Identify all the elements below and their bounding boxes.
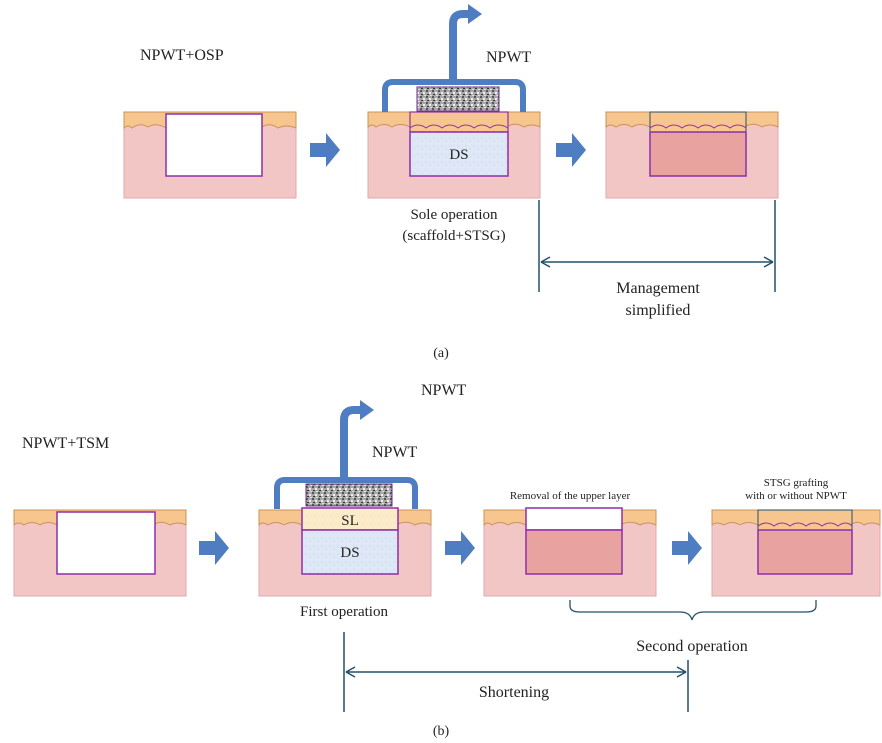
removal-label: Removal of the upper layer — [510, 490, 631, 502]
stsg-sublabel: with or without NPWT — [745, 490, 847, 502]
suction-arrow-icon — [468, 4, 482, 24]
panel-a-step1-open-wound — [123, 111, 297, 199]
first-operation-label: First operation — [300, 604, 388, 620]
npwt-sponge — [305, 483, 393, 507]
shortening-label: Shortening — [479, 684, 549, 701]
panel-a-method-label: NPWT+OSP — [140, 47, 224, 64]
process-arrow-icon — [445, 531, 475, 565]
panel-a-step3-healed — [605, 111, 779, 199]
stsg-label: STSG grafting — [764, 477, 829, 489]
npwt-sponge — [416, 86, 500, 112]
process-arrow-icon — [672, 531, 702, 565]
management-label: Management — [616, 280, 700, 297]
ds-label: DS — [449, 147, 468, 163]
panel-a-caption: (a) — [433, 346, 449, 361]
panel-a-step2-sole-operation: DS NPWT — [367, 4, 541, 199]
second-operation-label: Second operation — [636, 638, 748, 655]
panel-a: NPWT+OSP DS NPWT Sole operation (scaffol… — [123, 4, 779, 361]
management-sublabel: simplified — [626, 302, 691, 319]
shortening-bracket — [343, 632, 689, 712]
panel-b-caption: (b) — [433, 724, 450, 739]
npwt-tube — [449, 10, 470, 82]
npwt-label: NPWT — [372, 444, 418, 461]
npwt-label: NPWT — [486, 49, 532, 66]
dermal-substitute — [301, 529, 399, 575]
panel-b-method-label: NPWT+TSM — [22, 435, 109, 452]
sl-label: SL — [341, 513, 359, 529]
process-arrow-icon — [310, 133, 340, 167]
process-arrow-icon — [199, 531, 229, 565]
wound-cavity — [165, 113, 263, 177]
panel-b-step4-stsg-grafting — [711, 509, 881, 597]
panel-b-step3-removal — [483, 507, 657, 597]
wound-cavity — [56, 511, 156, 575]
panel-b: NPWT NPWT+TSM SL DS NPWT First operation… — [13, 382, 881, 739]
process-arrow-icon — [556, 133, 586, 167]
second-operation-brace — [569, 600, 817, 621]
regenerated-dermis — [649, 131, 747, 177]
npwt-tube — [340, 406, 362, 480]
ds-label: DS — [340, 545, 359, 561]
regenerated-dermis — [525, 529, 623, 575]
sole-operation-sublabel: (scaffold+STSG) — [402, 228, 505, 244]
sole-operation-label: Sole operation — [410, 207, 498, 223]
dermal-substitute — [409, 131, 509, 177]
panel-b-step2-first-operation: SL DS NPWT — [258, 400, 432, 597]
regenerated-dermis — [757, 529, 853, 575]
npwt-top-label: NPWT — [421, 382, 467, 399]
panel-b-step1-open-wound — [13, 509, 187, 597]
management-bracket — [538, 200, 776, 292]
suction-arrow-icon — [360, 400, 374, 420]
